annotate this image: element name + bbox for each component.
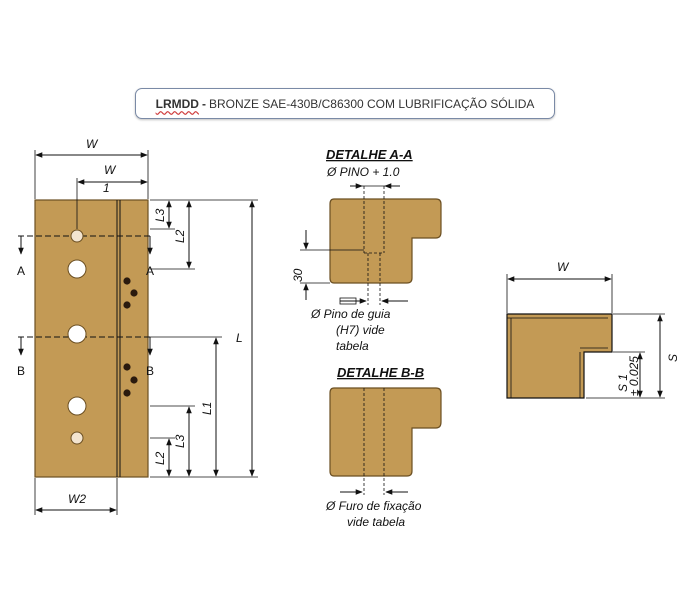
dim-w-label: W [86,137,99,151]
dim-l1-label: L1 [200,402,214,415]
section-b-right-label: B [146,364,154,378]
lubricant-dot [123,301,131,309]
dim-l2-top-label: L2 [173,229,187,243]
side-profile [506,313,613,399]
side-dim-w-label: W [557,260,570,274]
lubricant-dot [123,277,131,285]
dim-l-label: L [236,331,243,345]
dim-l2-bottom-label: L2 [153,451,167,465]
dim-l3-top-label: L3 [153,208,167,222]
detail-a-pin-label: Ø PINO + 1.0 [326,165,400,179]
side-dim-s1-label: S 1 [616,374,630,392]
guide-pin-line-1: Ø Pino de guia [310,307,391,321]
title-box: LRMDD - BRONZE SAE-430B/C86300 COM LUBRI… [135,88,555,119]
fixing-hole-3 [67,396,87,416]
side-dim-s-label: S [666,354,680,362]
front-plate [34,199,149,478]
fixing-hole-1 [67,259,87,279]
side-view: W S S 1 ± 0.025 [506,260,680,399]
product-code: LRMDD [155,96,199,111]
dim-w1-label: W [104,163,117,177]
lubricant-dot [130,289,138,297]
fixing-hole-line-2: vide tabela [347,515,405,529]
detail-a-heading: DETALHE A-A [326,147,413,162]
detail-b: DETALHE B-B Ø Furo de fixação vide tabel… [325,365,442,529]
dim-30-label: 30 [291,268,305,282]
detail-a: DETALHE A-A Ø PINO + 1.0 30 Ø Pino de gu… [291,147,442,353]
fixing-hole-2 [67,324,87,344]
section-b-left-label: B [17,364,25,378]
lubricant-dot [123,389,131,397]
section-a-left-label: A [17,264,25,278]
detail-b-section [329,387,442,477]
front-view: A A B B W W 1 W2 L L1 L3 [17,137,258,515]
guide-pin-line-2: (H7) vide [336,323,385,337]
side-dim-s1-tolerance: ± 0.025 [627,356,641,396]
detail-a-section [329,198,442,284]
dim-w2-label: W2 [68,492,86,506]
guide-pin-line-3: tabela [336,339,369,353]
fixing-hole-line-1: Ø Furo de fixação [325,499,422,513]
guide-pin-hole-top [70,229,84,243]
lubricant-dot [130,376,138,384]
product-description: BRONZE SAE-430B/C86300 COM LUBRIFICAÇÃO … [208,96,535,111]
title-separator: - [201,96,206,111]
section-a-right-label: A [146,264,154,278]
dim-l3-bottom-label: L3 [173,434,187,448]
dim-w1-subscript: 1 [103,181,110,195]
guide-pin-hole-bottom [70,431,84,445]
lubricant-dot [123,363,131,371]
detail-b-heading: DETALHE B-B [337,365,424,380]
